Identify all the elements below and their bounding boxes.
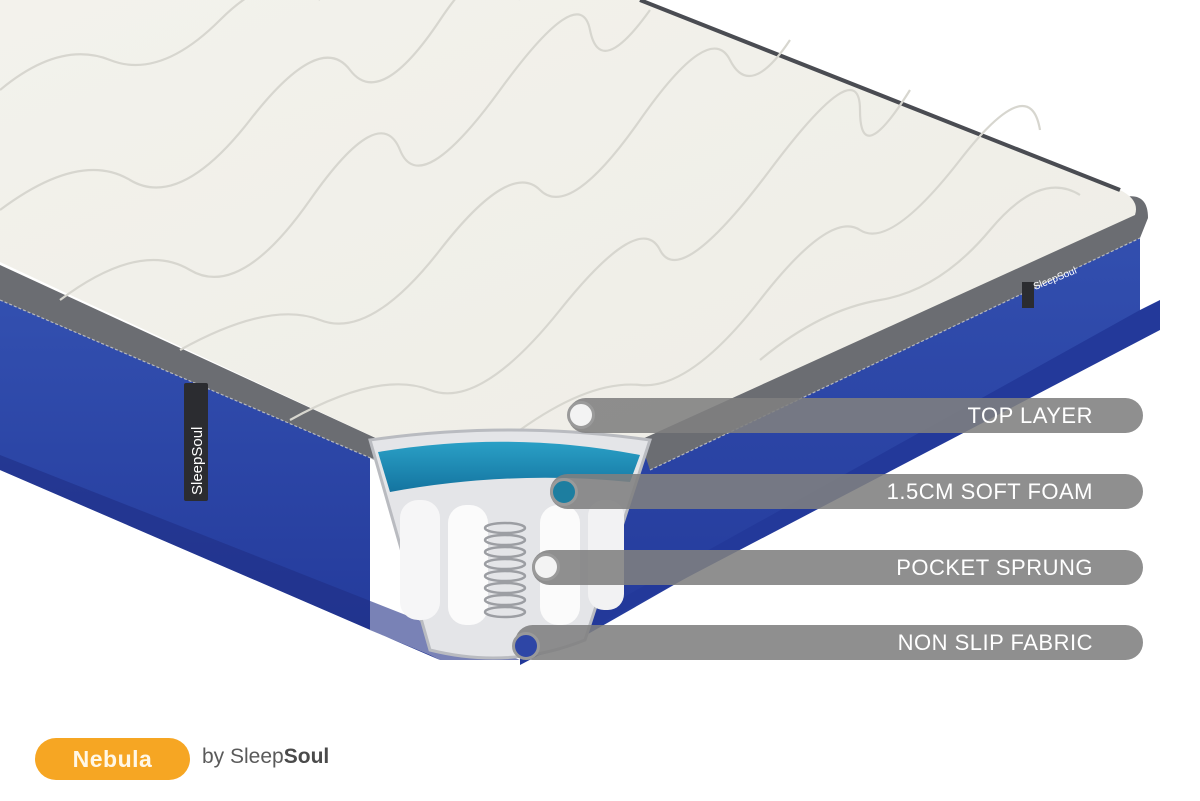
layer-label-text: NON SLIP FABRIC (897, 629, 1093, 655)
brand-byline-prefix: by Sleep (202, 745, 284, 768)
layer-label-text: TOP LAYER (967, 402, 1093, 428)
layer-label-non-slip-fabric: NON SLIP FABRIC (515, 625, 1143, 660)
product-name: Nebula (72, 745, 153, 772)
product-name-badge: Nebula (35, 738, 190, 780)
svg-text:SleepSoul: SleepSoul (189, 427, 206, 495)
callout-dot-soft-foam (550, 478, 578, 506)
brand-byline-suffix: Soul (283, 745, 330, 768)
soft-foam-layer (378, 441, 640, 492)
layer-label-pocket-sprung: POCKET SPRUNG (532, 550, 1143, 585)
callout-dot-pocket-sprung (532, 553, 560, 581)
layer-label-text: 1.5CM SOFT FOAM (886, 478, 1093, 504)
border-tape-left (0, 265, 380, 462)
layer-label-top-layer: TOP LAYER (568, 398, 1143, 433)
brand-tag-left: SleepSoul (184, 383, 208, 501)
cutaway-section (368, 428, 652, 660)
mattress-top (0, 0, 1136, 440)
layer-label-text: POCKET SPRUNG (896, 554, 1093, 580)
spring-coil-icon (483, 521, 527, 619)
brand-byline: by SleepSoul (202, 745, 329, 769)
callout-dot-top-layer (567, 401, 595, 429)
layer-label-soft-foam: 1.5CM SOFT FOAM (550, 474, 1143, 509)
callout-dot-non-slip-fabric (512, 632, 540, 660)
mattress-side-left (0, 295, 520, 660)
quilting-pattern (0, 0, 1081, 431)
